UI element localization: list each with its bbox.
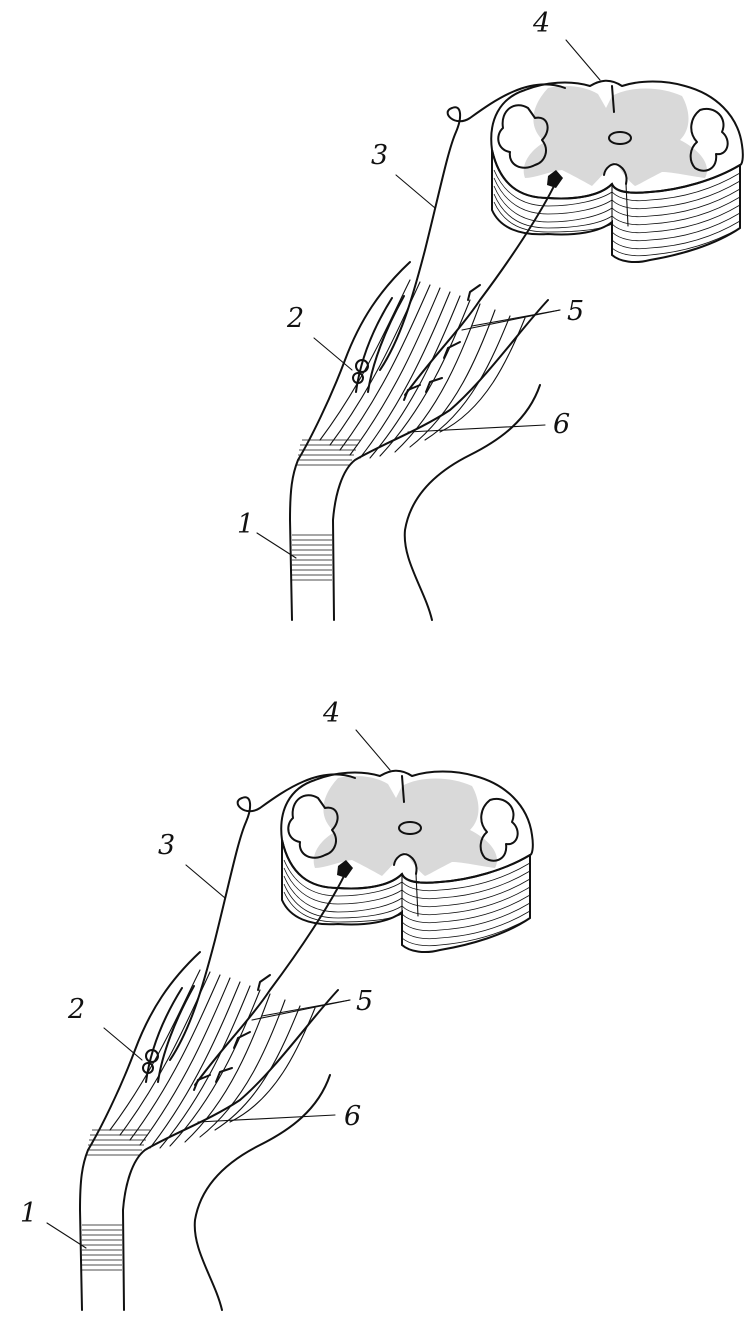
label-4: 4 xyxy=(322,698,340,729)
label-3: 3 xyxy=(158,830,175,861)
diagram-bottom: 1 2 3 4 5 6 xyxy=(20,698,533,1310)
label-4: 4 xyxy=(532,8,550,39)
diagram-top: 1 2 3 4 5 6 xyxy=(237,8,743,620)
label-1: 1 xyxy=(20,1198,37,1229)
label-3: 3 xyxy=(371,140,388,171)
label-5: 5 xyxy=(567,296,584,327)
label-2: 2 xyxy=(286,303,304,334)
label-5: 5 xyxy=(356,986,373,1017)
label-6: 6 xyxy=(553,409,570,440)
label-2: 2 xyxy=(67,994,85,1025)
label-1: 1 xyxy=(237,509,254,540)
label-6: 6 xyxy=(344,1101,361,1132)
